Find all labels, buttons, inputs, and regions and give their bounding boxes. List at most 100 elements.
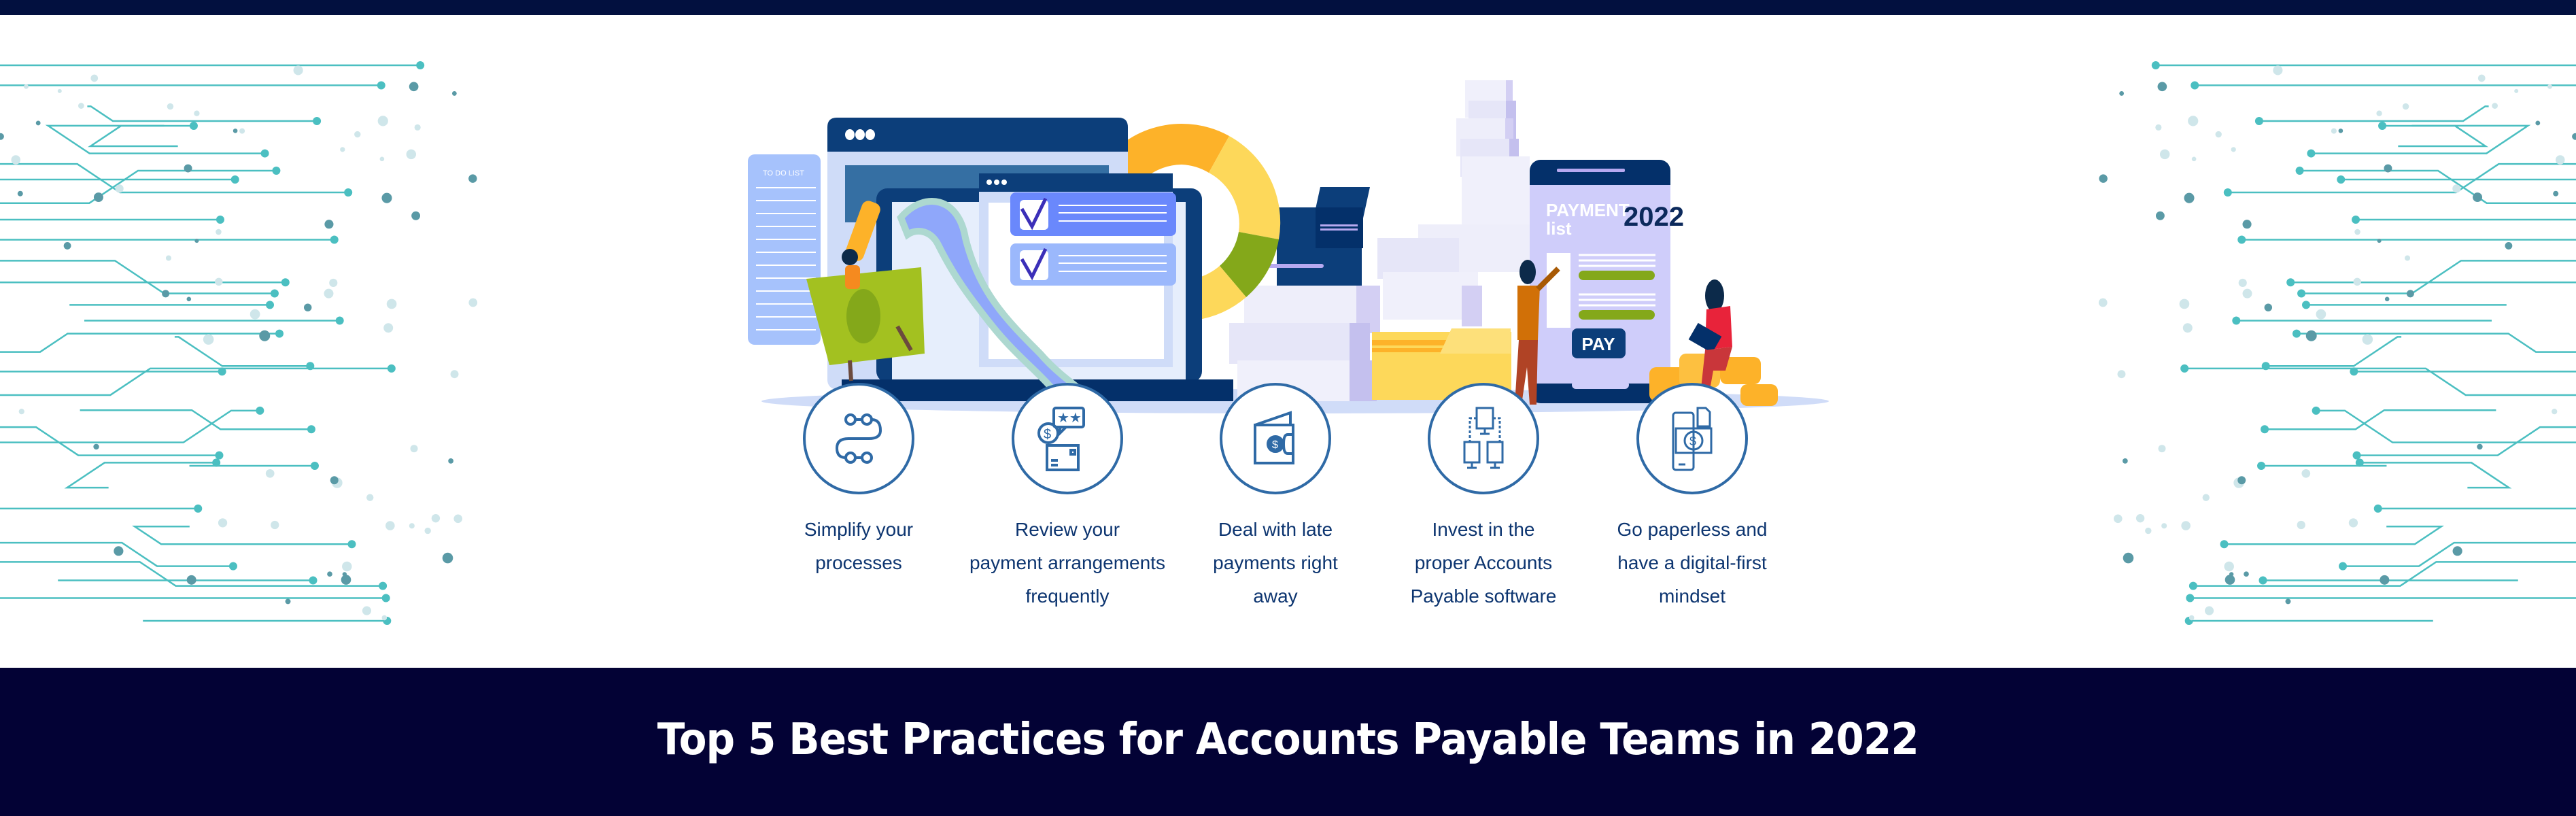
circuit-dot	[167, 103, 174, 110]
circuit-dot	[451, 91, 457, 96]
circuit-node	[2352, 451, 2361, 460]
circuit-dot	[424, 527, 431, 534]
circuit-trace	[2316, 409, 2576, 443]
circuit-node	[2297, 289, 2306, 298]
circuit-dot	[2384, 296, 2390, 302]
circuit-trace	[2382, 124, 2489, 148]
circuit-dot	[450, 370, 459, 379]
circuit-dot	[165, 255, 171, 261]
circuit-node	[2151, 61, 2160, 69]
circuit-dot	[2202, 494, 2210, 501]
circuit-node	[216, 216, 224, 224]
circuit-dot	[366, 494, 374, 501]
circuit-node	[2301, 301, 2310, 309]
circuit-dot	[303, 303, 312, 311]
circuit-node	[2295, 166, 2304, 175]
circuit-node	[212, 458, 221, 467]
circuit-node	[330, 235, 339, 244]
circuit-dot	[2264, 303, 2273, 311]
pay-button	[1572, 328, 1626, 358]
circuit-dot	[448, 458, 454, 464]
circuit-dot	[2376, 110, 2382, 116]
circuit-dot	[386, 299, 397, 309]
circuit-dot	[218, 518, 228, 528]
practice-caption-1: Simplify your processes	[750, 513, 967, 579]
circuit-node	[272, 166, 281, 175]
circuit-trace	[64, 462, 217, 489]
circuit-dot	[24, 84, 29, 89]
circuit-node	[2312, 406, 2320, 415]
circuit-node	[377, 81, 385, 90]
circuit-trace	[2299, 169, 2576, 204]
practice-caption-2: Review your payment arrangements frequen…	[959, 513, 1176, 613]
circuit-trace	[2359, 462, 2512, 489]
circuit-node	[2220, 540, 2229, 549]
circuit-trace	[2193, 561, 2576, 587]
circuit-dot	[186, 575, 196, 585]
circuit-dot	[414, 124, 421, 131]
circuit-dot	[11, 155, 21, 165]
circuit-node	[2257, 461, 2266, 470]
circuit-dot	[2514, 88, 2519, 93]
circuit-trace	[45, 124, 265, 154]
circuit-dot	[233, 129, 238, 133]
circuit-dot	[2224, 561, 2234, 572]
caption-line: Simplify your	[804, 519, 914, 540]
circuit-dot	[2406, 290, 2414, 298]
circuit-node	[2223, 188, 2232, 197]
circuit-trace	[0, 426, 220, 456]
circuit-dot	[215, 277, 223, 286]
practice-caption-3: Deal with late payments right away	[1167, 513, 1384, 613]
circuit-dot	[93, 443, 99, 450]
box-icon	[1372, 328, 1511, 400]
caption-line: Payable software	[1410, 585, 1557, 607]
circuit-dot	[2305, 330, 2317, 341]
circuit-dot	[2505, 242, 2513, 250]
circuit-node	[266, 301, 275, 309]
circuit-dot	[324, 288, 334, 299]
payment-review-icon: ★★ $	[1037, 407, 1085, 471]
circuit-dot	[406, 149, 417, 160]
circuit-dot	[265, 469, 275, 478]
circuit-dot	[324, 220, 334, 229]
circuit-node	[2378, 122, 2387, 131]
circuit-dot	[2157, 82, 2167, 92]
circuit-node	[256, 406, 264, 415]
circuit-dot	[2242, 220, 2252, 229]
circuit-node	[189, 122, 198, 131]
circuit-dot	[2119, 91, 2125, 96]
circuit-dot	[2237, 476, 2246, 485]
circuit-dot	[2238, 278, 2247, 288]
circuit-node	[416, 61, 425, 69]
practice-circle-1	[803, 383, 914, 494]
caption-line: Invest in the	[1432, 519, 1535, 540]
coins-stack-icon	[1649, 354, 1778, 406]
practice-circle-5: $	[1636, 383, 1748, 494]
circuit-trace	[80, 409, 311, 430]
circuit-dot	[329, 278, 338, 288]
circuit-dot	[409, 82, 419, 92]
circuit-dot	[194, 110, 200, 116]
circuit-dot	[285, 598, 291, 605]
money-bill-icon	[806, 201, 925, 365]
circuit-node	[2355, 458, 2364, 467]
circuit-dot	[203, 334, 214, 345]
circuit-node	[2261, 425, 2269, 434]
caption-line: processes	[815, 552, 902, 573]
circuit-dot	[2477, 74, 2486, 82]
circuit-dot	[342, 561, 352, 572]
circuit-dot	[468, 298, 478, 307]
circuit-node	[2180, 364, 2189, 373]
circuit-dot	[271, 520, 279, 530]
circuit-dot	[2553, 190, 2559, 197]
circuit-dot	[2155, 211, 2165, 220]
circuit-dot	[468, 174, 477, 183]
circuit-dot	[409, 523, 415, 529]
caption-line: payment arrangements	[969, 552, 1165, 573]
circuit-dot	[2273, 65, 2283, 75]
circuit-dot	[2225, 575, 2235, 585]
circuit-trace	[0, 169, 277, 204]
wallet-icon: $	[1254, 411, 1294, 464]
